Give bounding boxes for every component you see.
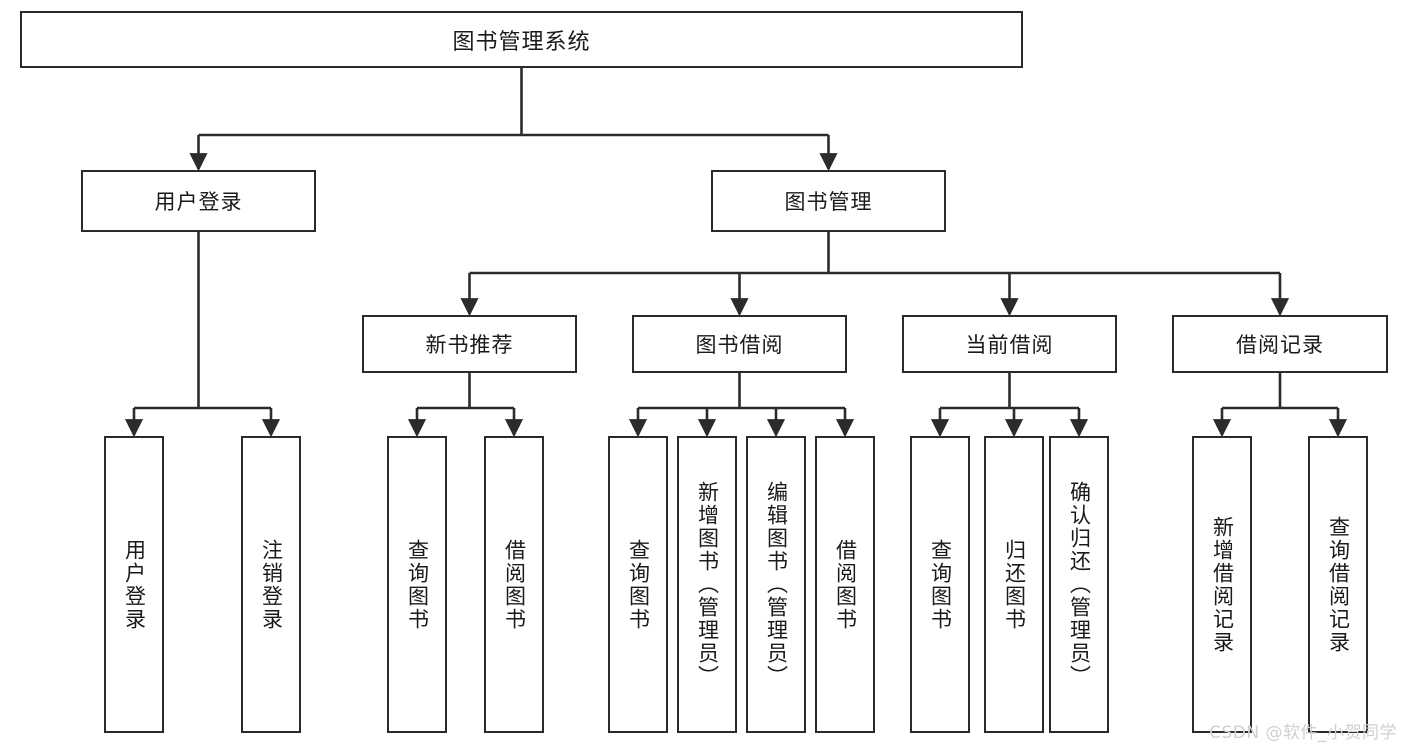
node-label: 图书借阅 <box>695 333 784 357</box>
leaf-user-login[interactable]: 用户登录 <box>104 436 164 733</box>
node-label: 查询图书 <box>405 538 430 631</box>
node-label: 借阅记录 <box>1236 333 1324 357</box>
node-user-login[interactable]: 用户登录 <box>81 170 316 232</box>
node-label: 新增图书（管理员） <box>695 481 720 688</box>
node-label: 查询图书 <box>928 538 953 631</box>
node-label: 编辑图书（管理员） <box>764 481 789 688</box>
watermark: CSDN @软件_小贺同学 <box>1209 723 1397 743</box>
leaf-logout[interactable]: 注销登录 <box>241 436 301 733</box>
node-label: 查询借阅记录 <box>1326 515 1351 654</box>
node-book-management[interactable]: 图书管理 <box>711 170 946 232</box>
node-label: 新增借阅记录 <box>1210 515 1235 654</box>
node-root[interactable]: 图书管理系统 <box>20 11 1023 68</box>
node-label: 归还图书 <box>1002 538 1027 631</box>
node-label: 用户登录 <box>122 538 147 631</box>
leaf-borrow-book[interactable]: 借阅图书 <box>815 436 875 733</box>
node-label: 确认归还（管理员） <box>1067 481 1092 688</box>
node-label: 用户登录 <box>154 190 243 214</box>
leaf-query-book-new[interactable]: 查询图书 <box>387 436 447 733</box>
leaf-add-book-admin[interactable]: 新增图书（管理员） <box>677 436 737 733</box>
leaf-edit-book-admin[interactable]: 编辑图书（管理员） <box>746 436 806 733</box>
node-label: 借阅图书 <box>833 538 858 631</box>
leaf-return-book[interactable]: 归还图书 <box>984 436 1044 733</box>
leaf-query-book-borrow[interactable]: 查询图书 <box>608 436 668 733</box>
leaf-query-book-current[interactable]: 查询图书 <box>910 436 970 733</box>
node-label: 图书管理系统 <box>452 29 591 55</box>
leaf-confirm-return-admin[interactable]: 确认归还（管理员） <box>1049 436 1109 733</box>
node-current-borrow[interactable]: 当前借阅 <box>902 315 1117 373</box>
node-label: 借阅图书 <box>502 538 527 631</box>
node-label: 当前借阅 <box>965 333 1054 357</box>
node-label: 新书推荐 <box>425 333 514 357</box>
leaf-borrow-book-new[interactable]: 借阅图书 <box>484 436 544 733</box>
node-label: 注销登录 <box>259 538 284 631</box>
node-label: 图书管理 <box>784 190 873 214</box>
leaf-query-borrow-record[interactable]: 查询借阅记录 <box>1308 436 1368 733</box>
node-new-book-recommend[interactable]: 新书推荐 <box>362 315 577 373</box>
leaf-add-borrow-record[interactable]: 新增借阅记录 <box>1192 436 1252 733</box>
node-borrow-record[interactable]: 借阅记录 <box>1172 315 1388 373</box>
node-book-borrow[interactable]: 图书借阅 <box>632 315 847 373</box>
node-label: 查询图书 <box>626 538 651 631</box>
